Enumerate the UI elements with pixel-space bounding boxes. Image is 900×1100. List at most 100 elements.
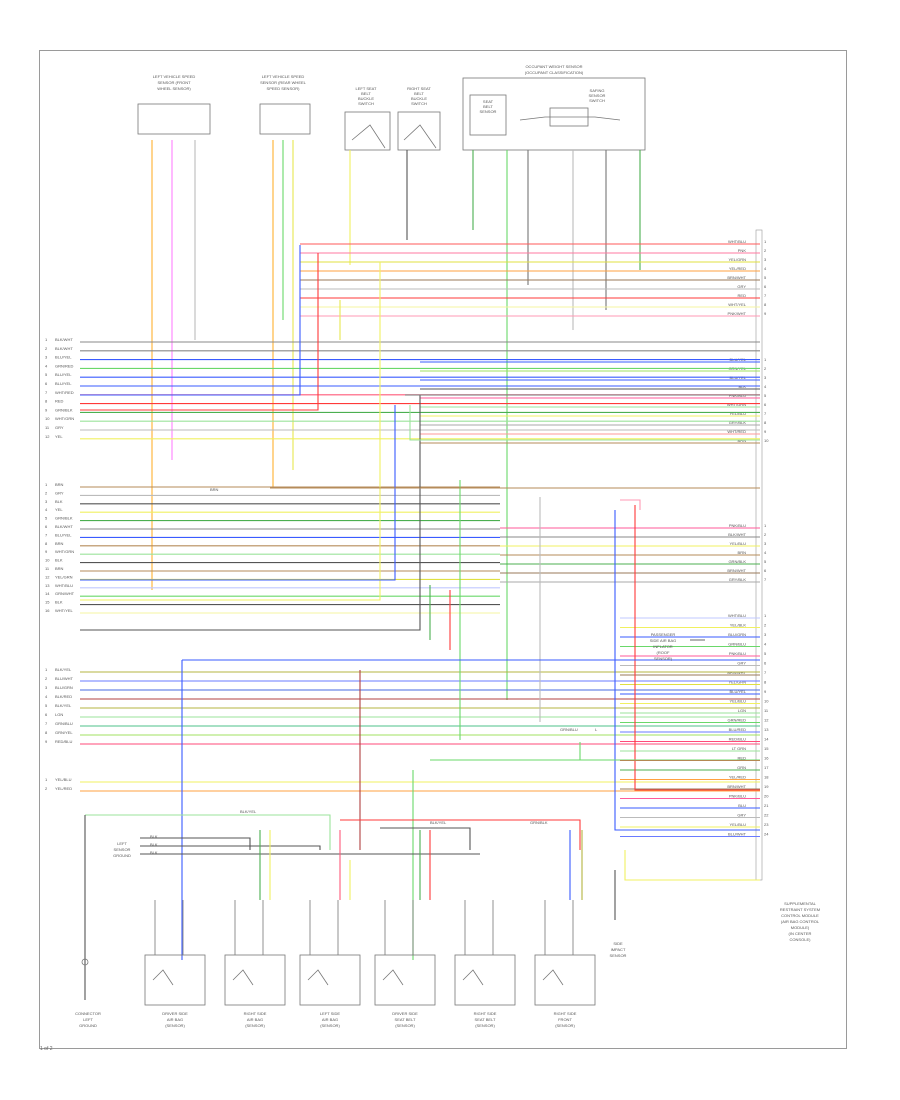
right-wire-label-b-5: WHT/GRN <box>727 402 746 407</box>
left-pin-number-a-9: 10 <box>45 416 50 421</box>
bottom-wire <box>85 814 331 850</box>
routed-wire <box>80 395 421 631</box>
bottom-sensor-label-2: LEFT SIDE <box>320 1011 340 1016</box>
bottom-left-ground-label: GROUND <box>79 1023 97 1028</box>
left-wire-label-c-0: BLK/YEL <box>55 667 72 672</box>
right-wire-label-b-8: WHT/RED <box>727 429 746 434</box>
left-wire-label-a-6: WHT/RED <box>55 390 74 395</box>
right-wire-label-d-14: LT GRN <box>732 746 746 751</box>
left-wire-label-b-15: WHT/YEL <box>55 608 74 613</box>
left-wire-label-a-1: BLK/WHT <box>55 346 73 351</box>
left-pin-number-a-6: 7 <box>45 390 48 395</box>
left-pin-number-d-0: 1 <box>45 777 48 782</box>
bottom-sensor-label-4: (SENSOR) <box>475 1023 495 1028</box>
bottom-sensor-switch-0 <box>152 969 174 986</box>
left-pin-number-a-3: 4 <box>45 363 48 368</box>
right-pin-number-d-4: 5 <box>764 651 767 656</box>
left-pin-number-a-7: 8 <box>45 399 48 404</box>
bottom-left-ground-label: LEFT <box>83 1017 93 1022</box>
left-wire-label-b-8: WHT/GRN <box>55 549 74 554</box>
right-wire-label-d-17: YEL/RED <box>729 775 746 780</box>
right-pin-number-c-1: 2 <box>764 532 767 537</box>
left-wire-label-b-3: YEL <box>55 507 63 512</box>
left-pin-number-a-5: 6 <box>45 381 48 386</box>
right-pin-number-d-8: 9 <box>764 689 767 694</box>
routed-wire <box>409 405 760 441</box>
bottom-sensor-label-2: AIR BAG <box>322 1017 338 1022</box>
left-pin-number-a-8: 9 <box>45 407 48 412</box>
right-wire-label-d-20: BLU <box>738 803 746 808</box>
right-buckle-switch-symbol <box>403 124 437 149</box>
left-rear-speed-sensor <box>259 103 311 135</box>
safing-sensor-inner-label: SAFING <box>590 88 605 93</box>
right-pin-number-b-6: 7 <box>764 411 767 416</box>
left-seat-belt-switch-label: BUCKLE <box>358 96 374 101</box>
seat-belt-sensor-inner-label: SENSOR <box>480 109 497 114</box>
left-rear-speed-sensor-label: SENSOR (REAR WHEEL <box>260 80 307 85</box>
left-wire-label-b-13: GRN/WHT <box>55 591 75 596</box>
left-pin-number-b-15: 16 <box>45 608 50 613</box>
routed-wire <box>80 253 319 411</box>
left-wire-label-d-0: YEL/BLU <box>55 777 72 782</box>
left-wire-label-a-2: BLU/YEL <box>55 355 72 360</box>
left-wire-label-b-1: GRY <box>55 490 64 495</box>
occupant-weight-sensor <box>462 77 646 151</box>
left-front-speed-sensor-label: WHEEL SENSOR) <box>157 86 191 91</box>
left-pin-number-c-3: 4 <box>45 694 48 699</box>
left-pin-number-b-2: 3 <box>45 499 48 504</box>
left-pin-number-b-13: 14 <box>45 591 50 596</box>
left-wire-label-b-2: BLK <box>55 499 63 504</box>
left-pin-number-c-6: 7 <box>45 721 48 726</box>
srs-module-label: SUPPLEMENTAL <box>784 901 816 906</box>
bottom-sensor-switch-5 <box>542 969 564 986</box>
bottom-sensor-switch-4 <box>462 969 484 986</box>
right-pin-number-d-18: 19 <box>764 784 769 789</box>
right-pin-number-b-1: 2 <box>764 366 767 371</box>
right-seat-belt-buckle-switch <box>397 111 441 151</box>
safing-sensor-inner-label: SWITCH <box>589 98 605 103</box>
right-pin-number-b-5: 6 <box>764 402 767 407</box>
right-wire-label-a-3: YEL/RED <box>729 266 746 271</box>
right-wire-label-c-6: GRY/BLK <box>729 577 747 582</box>
right-pin-number-d-14: 15 <box>764 746 769 751</box>
left-sensor-ground-label: GROUND <box>113 853 131 858</box>
left-wire-label-c-1: BLU/WHT <box>55 676 74 681</box>
left-seat-belt-buckle-switch <box>344 111 391 151</box>
left-wire-label-b-4: GRN/BLK <box>55 516 73 521</box>
left-wire-label-b-5: BLK/WHT <box>55 524 73 529</box>
right-wire-label-d-4: PNK/BLU <box>729 651 746 656</box>
srs-module-label: CONSOLE) <box>790 937 812 942</box>
left-wire-label-d-1: YEL/RED <box>55 786 72 791</box>
left-wire-label-c-3: BLK/RED <box>55 694 72 699</box>
left-pin-number-b-7: 8 <box>45 541 48 546</box>
right-wire-label-a-4: BRN/WHT <box>727 275 746 280</box>
right-wire-label-d-21: GRY <box>737 813 746 818</box>
left-pin-number-b-14: 15 <box>45 600 50 605</box>
bottom-sensor-0 <box>144 954 206 1006</box>
right-pin-number-d-10: 11 <box>764 708 769 713</box>
ground-symbol <box>81 958 89 966</box>
left-seat-belt-switch-label: LEFT SEAT <box>356 86 378 91</box>
right-pin-number-b-0: 1 <box>764 357 767 362</box>
safing-internal-wire <box>519 116 621 121</box>
right-wire-label-d-18: BRN/WHT <box>727 784 746 789</box>
right-pin-number-a-7: 8 <box>764 302 767 307</box>
right-pin-number-d-16: 17 <box>764 765 769 770</box>
right-wire-label-d-3: GRN/BLU <box>728 642 746 647</box>
left-seat-belt-switch-label: SWITCH <box>358 101 374 106</box>
bottom-sensor-label-0: DRIVER SIDE <box>162 1011 188 1016</box>
bottom-sensor-label-5: RIGHT SIDE <box>554 1011 577 1016</box>
right-pin-number-a-2: 3 <box>764 257 767 262</box>
bottom-sensor-label-1: (SENSOR) <box>245 1023 265 1028</box>
right-wire-label-b-6: YEL/BLU <box>730 411 747 416</box>
right-pin-number-d-20: 21 <box>764 803 769 808</box>
right-wire-label-d-16: GRN <box>737 765 746 770</box>
bottom-sensor-label-3: DRIVER SIDE <box>392 1011 418 1016</box>
left-rear-speed-sensor-label: LEFT VEHICLE SPEED <box>262 74 305 79</box>
bottom-sensor-label-3: (SENSOR) <box>395 1023 415 1028</box>
right-pin-number-b-8: 9 <box>764 429 767 434</box>
mid-label-marker: L <box>595 727 598 732</box>
left-pin-number-b-0: 1 <box>45 482 48 487</box>
right-pin-number-b-3: 4 <box>764 384 767 389</box>
right-pin-number-d-9: 10 <box>764 699 769 704</box>
